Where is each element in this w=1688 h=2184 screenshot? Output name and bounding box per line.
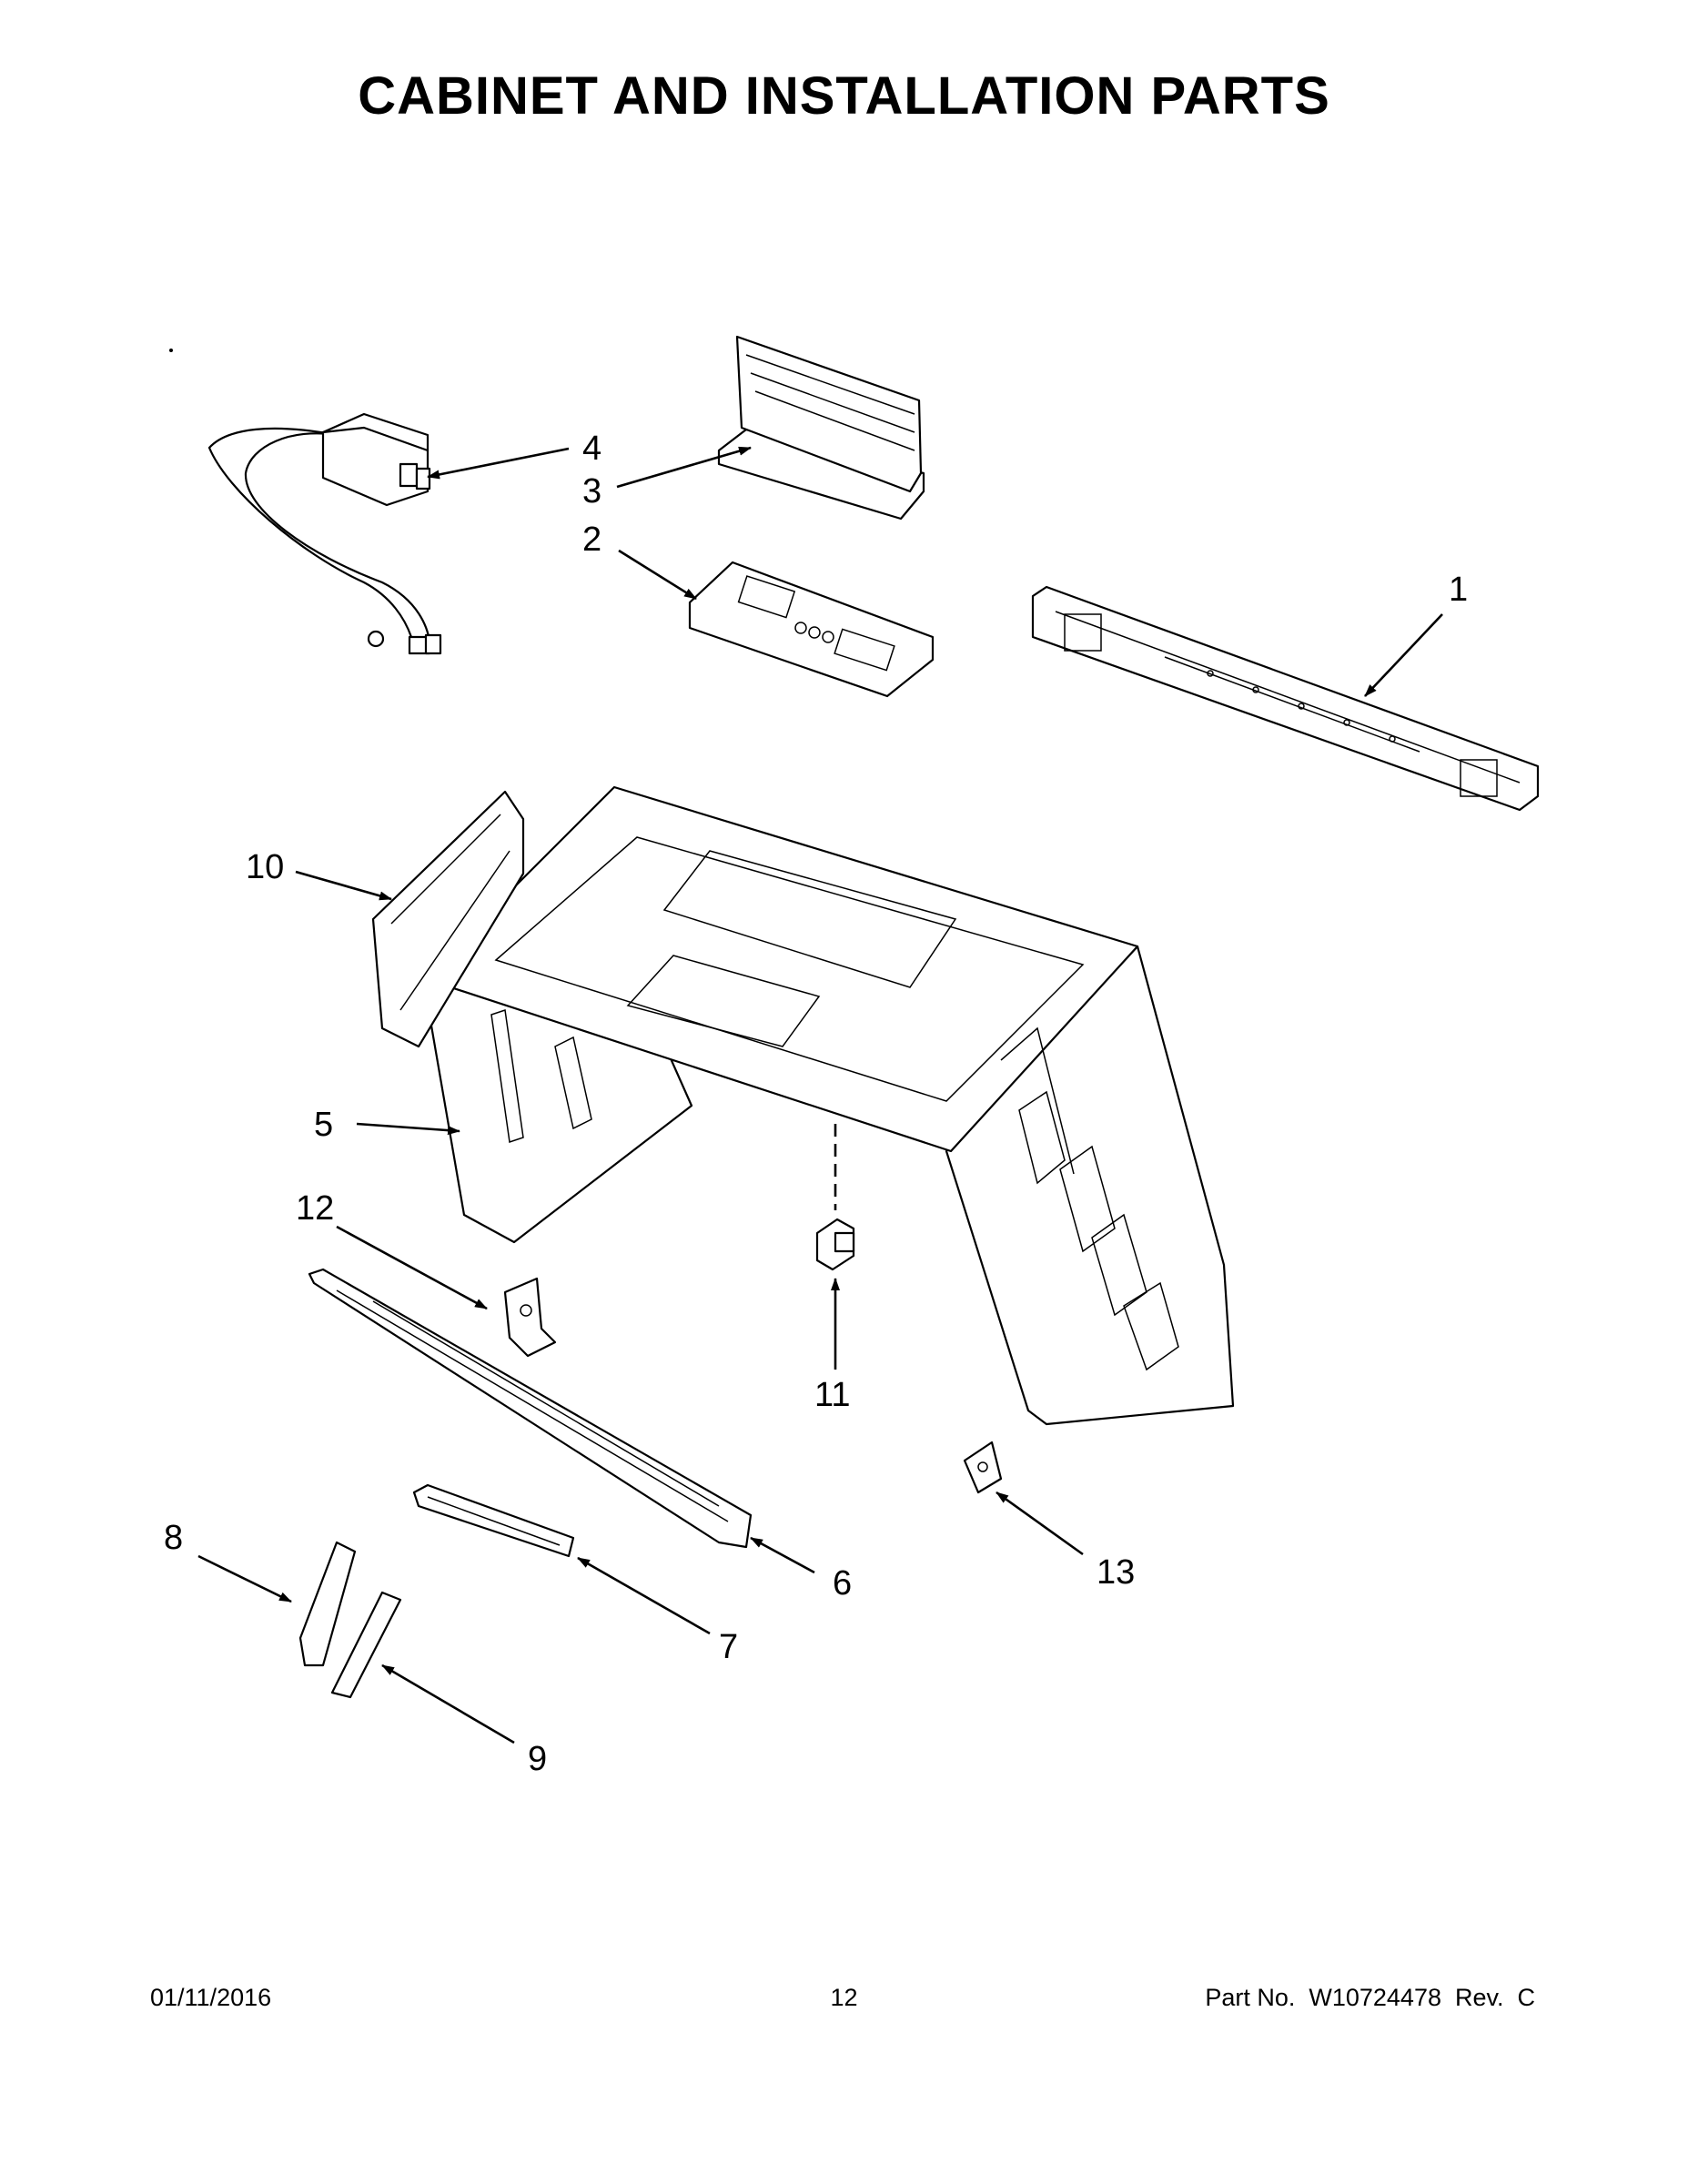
part-clip-13 [963,1441,1003,1494]
part-front-rail [308,1268,753,1549]
page-title: CABINET AND INSTALLATION PARTS [358,66,1330,126]
part-cabinet [421,785,1235,1426]
part-foot-9 [330,1591,402,1699]
callout-1: 1 [1449,571,1468,609]
footer-part-number: Part No. W10724478 Rev. C [1205,1984,1535,2011]
callout-8: 8 [164,1519,183,1557]
callout-5: 5 [314,1106,333,1144]
footer-page-number: 12 [830,1984,858,2011]
stray-dot [169,349,173,352]
part-hinge-strip [412,1483,575,1558]
part-mounting-rail [1031,585,1540,812]
part-power-cord [207,412,442,655]
callout-labels: 1 2 3 4 5 6 7 8 9 10 11 12 13 [164,430,1468,1778]
callout-2: 2 [582,521,601,559]
callout-12: 12 [296,1189,334,1228]
part-latch [815,1124,855,1271]
callout-3: 3 [582,472,601,511]
part-bracket-plate [688,561,935,698]
callout-7: 7 [719,1628,738,1666]
callout-11: 11 [814,1376,850,1414]
leader-lines [197,446,1443,1744]
part-side-vent [371,790,525,1048]
callout-6: 6 [833,1564,852,1603]
part-vent-grille [717,335,925,521]
callout-10: 10 [246,848,284,886]
callout-4: 4 [582,430,601,468]
callout-13: 13 [1097,1553,1135,1592]
part-foot-8 [298,1541,357,1667]
footer-date: 01/11/2016 [150,1984,272,2011]
part-bracket-12 [503,1277,557,1358]
callout-9: 9 [528,1740,547,1778]
